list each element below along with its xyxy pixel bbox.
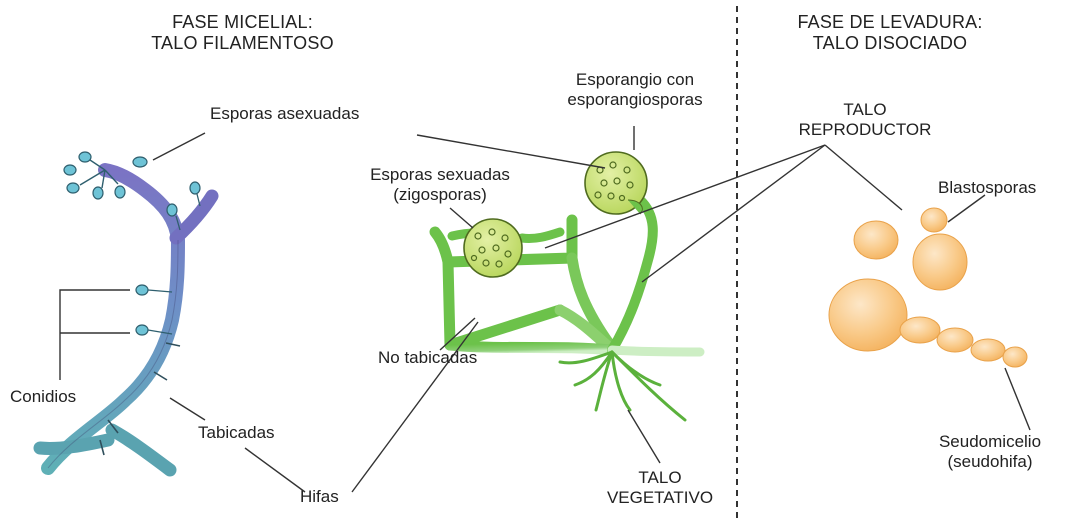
sporangium <box>585 152 647 214</box>
mycelial-phase-title-line2: TALO FILAMENTOSO <box>115 33 370 54</box>
label-vegetative-thallus-line1: TALO <box>590 468 730 488</box>
label-vegetative-thallus-line2: VEGETATIVO <box>590 488 730 508</box>
yeast-cells <box>829 208 1027 367</box>
septate-hypha <box>40 170 212 470</box>
label-reproductive-thallus-line1: TALO <box>780 100 950 120</box>
label-pseudomycelium-line1: Seudomicelio <box>925 432 1055 452</box>
label-sporangium-line2: esporangiosporas <box>545 90 725 110</box>
label-sexual-spores: Esporas sexuadas (zigosporas) <box>350 165 530 205</box>
mycelial-phase-title: FASE MICELIAL: TALO FILAMENTOSO <box>115 12 370 54</box>
label-sexual-spores-line1: Esporas sexuadas <box>350 165 530 185</box>
label-reproductive-thallus: TALO REPRODUCTOR <box>780 100 950 140</box>
label-reproductive-thallus-line2: REPRODUCTOR <box>780 120 950 140</box>
label-sporangium: Esporangio con esporangiosporas <box>545 70 725 110</box>
label-vegetative-thallus: TALO VEGETATIVO <box>590 468 730 508</box>
label-sexual-spores-line2: (zigosporas) <box>350 185 530 205</box>
label-asexual-spores: Esporas asexuadas <box>210 104 359 124</box>
yeast-phase-title: FASE DE LEVADURA: TALO DISOCIADO <box>755 12 1025 54</box>
label-sporangium-line1: Esporangio con <box>545 70 725 90</box>
label-hyphae: Hifas <box>300 487 339 507</box>
mycelial-phase-title-line1: FASE MICELIAL: <box>115 12 370 33</box>
label-septate: Tabicadas <box>198 423 275 443</box>
label-non-septate: No tabicadas <box>378 348 477 368</box>
label-conidia: Conidios <box>10 387 76 407</box>
yeast-phase-title-line1: FASE DE LEVADURA: <box>755 12 1025 33</box>
label-blastospores: Blastosporas <box>938 178 1036 198</box>
label-pseudomycelium: Seudomicelio (seudohifa) <box>925 432 1055 472</box>
yeast-phase-title-line2: TALO DISOCIADO <box>755 33 1025 54</box>
label-pseudomycelium-line2: (seudohifa) <box>925 452 1055 472</box>
